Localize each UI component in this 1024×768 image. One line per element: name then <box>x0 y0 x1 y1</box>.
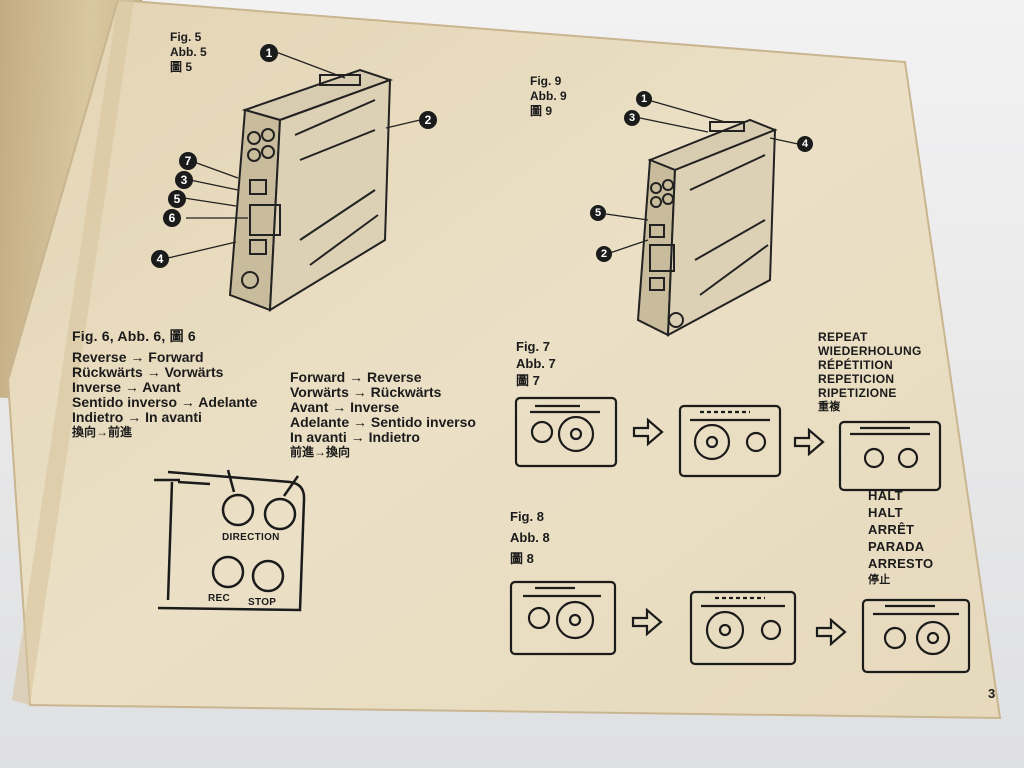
repeat-es: REPETICION <box>818 372 895 386</box>
fig5-label: Fig. 5 Abb. 5 圖 5 <box>170 30 207 75</box>
page-number: 3 <box>988 686 996 701</box>
fig9-callout-5: 5 <box>590 205 606 221</box>
fig5-label-zh: 圖 5 <box>170 60 193 74</box>
fig5-callout-7: 7 <box>179 152 197 170</box>
rec-label: REC <box>208 593 231 604</box>
repeat-it: RIPETIZIONE <box>818 386 897 400</box>
list-item: In avanti → Indietro <box>290 429 420 445</box>
list-item: Inverse → Avant <box>72 379 181 395</box>
halt-en: HALT <box>868 488 903 503</box>
direction-label: DIRECTION <box>222 532 280 543</box>
list-item: 換向→前進 <box>72 425 133 439</box>
repeat-de: WIEDERHOLUNG <box>818 344 922 358</box>
halt-de: HALT <box>868 505 903 520</box>
fig5-label-en: Fig. 5 <box>170 30 202 44</box>
list-item: Avant → Inverse <box>290 399 400 415</box>
fig6-button-panel <box>154 469 306 612</box>
list-item: Adelante → Sentido inverso <box>290 414 476 430</box>
fig8-label-en: Fig. 8 <box>510 509 544 524</box>
stop-label: STOP <box>248 597 277 608</box>
fig8-label: Fig. 8 Abb. 8 圖 8 <box>510 508 550 567</box>
fig8-label-zh: 圖 8 <box>510 551 534 566</box>
fig9-callout-4: 4 <box>797 136 813 152</box>
repeat-labels: REPEAT WIEDERHOLUNG RÉPÉTITION REPETICIO… <box>818 330 922 414</box>
repeat-fr: RÉPÉTITION <box>818 358 894 372</box>
list-item: Vorwärts → Rückwärts <box>290 384 442 400</box>
fig5-callout-6: 6 <box>163 209 181 227</box>
repeat-zh: 重複 <box>818 401 841 413</box>
fig5-callout-3: 3 <box>175 171 193 189</box>
halt-labels: HALT HALT ARRÊT PARADA ARRESTO 停止 <box>868 487 933 589</box>
list-item: Forward → Reverse <box>290 369 422 385</box>
halt-es: PARADA <box>868 539 925 554</box>
fig8-sequence <box>509 580 971 674</box>
fig9-label-de: Abb. 9 <box>530 89 567 103</box>
list-item: 前進→換向 <box>290 445 351 459</box>
fig5-callout-1: 1 <box>260 44 278 62</box>
fig5-callout-lines <box>167 51 421 259</box>
fig5-device-drawing <box>228 68 394 312</box>
fig7-label: Fig. 7 Abb. 7 圖 7 <box>516 338 556 389</box>
fig7-label-de: Abb. 7 <box>516 356 556 371</box>
fig5-label-de: Abb. 5 <box>170 45 207 59</box>
fig7-repeat-cassette <box>838 420 942 492</box>
fig7-label-en: Fig. 7 <box>516 339 550 354</box>
fig6-left-list: Reverse → Forward Rückwärts → Vorwärts I… <box>72 350 257 440</box>
repeat-en: REPEAT <box>818 330 868 344</box>
fig7-sequence <box>514 396 825 478</box>
fig5-callout-2: 2 <box>419 111 437 129</box>
fig9-label: Fig. 9 Abb. 9 圖 9 <box>530 74 567 119</box>
fig9-callout-2: 2 <box>596 246 612 262</box>
fig9-callout-1: 1 <box>636 91 652 107</box>
fig9-device-drawing <box>603 99 799 337</box>
halt-zh: 停止 <box>868 574 891 586</box>
fig8-label-de: Abb. 8 <box>510 530 550 545</box>
fig5-callout-5: 5 <box>168 190 186 208</box>
list-item: Sentido inverso → Adelante <box>72 394 258 410</box>
fig6-right-list: Forward → Reverse Vorwärts → Rückwärts A… <box>290 370 476 460</box>
list-item: Rückwärts → Vorwärts <box>72 364 224 380</box>
list-item: Reverse → Forward <box>72 349 204 365</box>
fig6-label: Fig. 6, Abb. 6, 圖 6 <box>72 328 196 344</box>
halt-it: ARRESTO <box>868 556 934 571</box>
fig7-label-zh: 圖 7 <box>516 373 540 388</box>
list-item: Indietro → In avanti <box>72 409 202 425</box>
fig9-label-en: Fig. 9 <box>530 74 562 88</box>
fig9-callout-3: 3 <box>624 110 640 126</box>
halt-fr: ARRÊT <box>868 522 915 537</box>
fig5-callout-4: 4 <box>151 250 169 268</box>
fig9-label-zh: 圖 9 <box>530 104 553 118</box>
